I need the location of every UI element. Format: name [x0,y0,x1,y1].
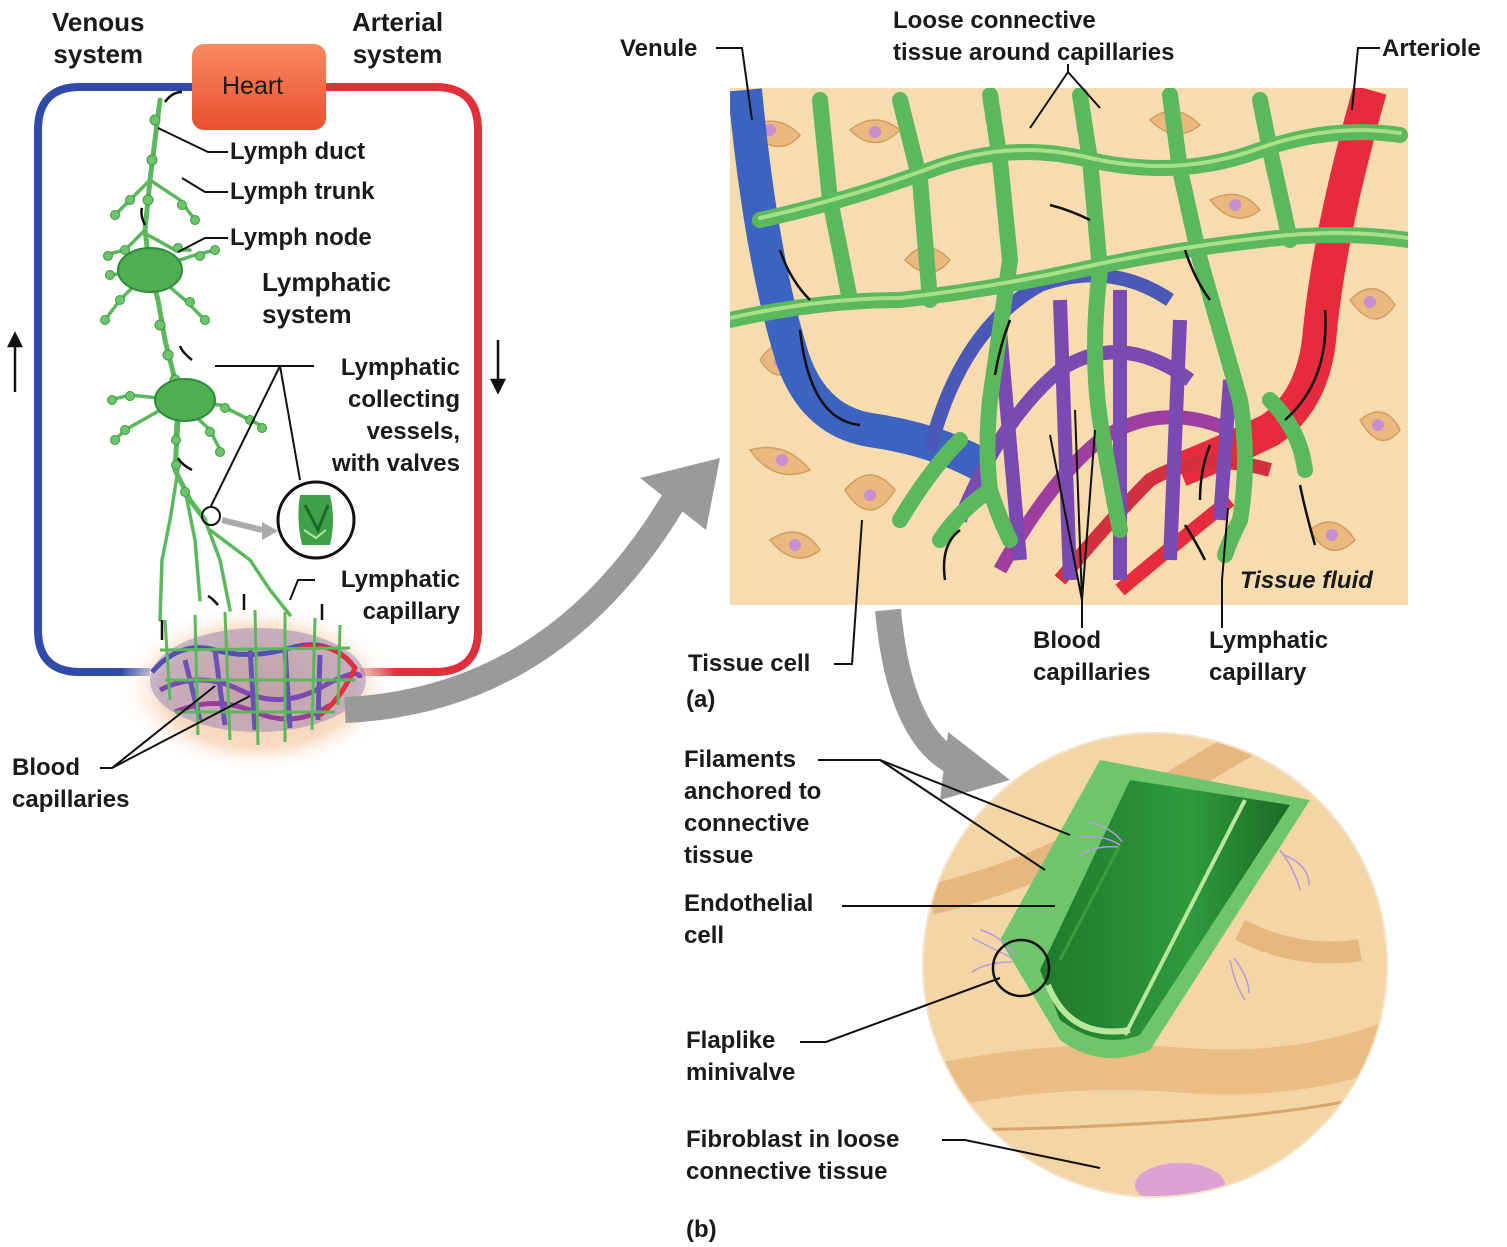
panel-b-label: (b) [686,1214,717,1246]
venule-label: Venule [620,33,697,65]
flow-down-arrow [492,340,504,392]
lymphatic-capillary-right-label: Lymphatic capillary [1209,625,1328,689]
fibroblast-nucleus [1135,1163,1225,1207]
tissue-fluid-label: Tissue fluid [1240,565,1373,597]
lymph-bead-chain [101,115,267,497]
blood-capillaries-right-label: Blood capillaries [1033,625,1150,689]
arteriole-label: Arteriole [1382,33,1481,65]
tissue-cell-label: Tissue cell [688,648,810,680]
fibroblast-label: Fibroblast in loose connective tissue [686,1124,899,1188]
valve-zoom-arrow [222,520,262,530]
lymph-node-label: Lymph node [230,222,372,254]
heart-label: Heart [222,70,283,102]
lymphatic-system-label: Lymphatic system [262,266,391,330]
endothelial-cell-label: Endothelial cell [684,888,813,952]
panel-a-tissue [730,88,1408,605]
lymphatic-capillary-left-label: Lymphatic capillary [318,564,460,628]
lymph-duct-label: Lymph duct [230,136,365,168]
venous-system-label: Venous system [52,6,144,70]
lymphatic-collecting-vessels-label: Lymphatic collecting vessels, with valve… [318,352,460,480]
lymph-trunk-label: Lymph trunk [230,176,374,208]
venous-system-vessel [38,87,192,672]
lymph-node-lower [155,379,215,421]
flow-up-arrow [9,334,21,392]
lymph-node-upper [118,248,182,292]
filaments-anchored-label: Filaments anchored to connective tissue [684,744,821,872]
blood-capillaries-left-label: Blood capillaries [12,752,129,816]
loose-connective-tissue-label: Loose connective tissue around capillari… [893,5,1174,69]
arterial-system-label: Arterial system [352,6,443,70]
panel-a-label: (a) [686,684,715,716]
flaplike-minivalve-label: Flaplike minivalve [686,1025,795,1089]
